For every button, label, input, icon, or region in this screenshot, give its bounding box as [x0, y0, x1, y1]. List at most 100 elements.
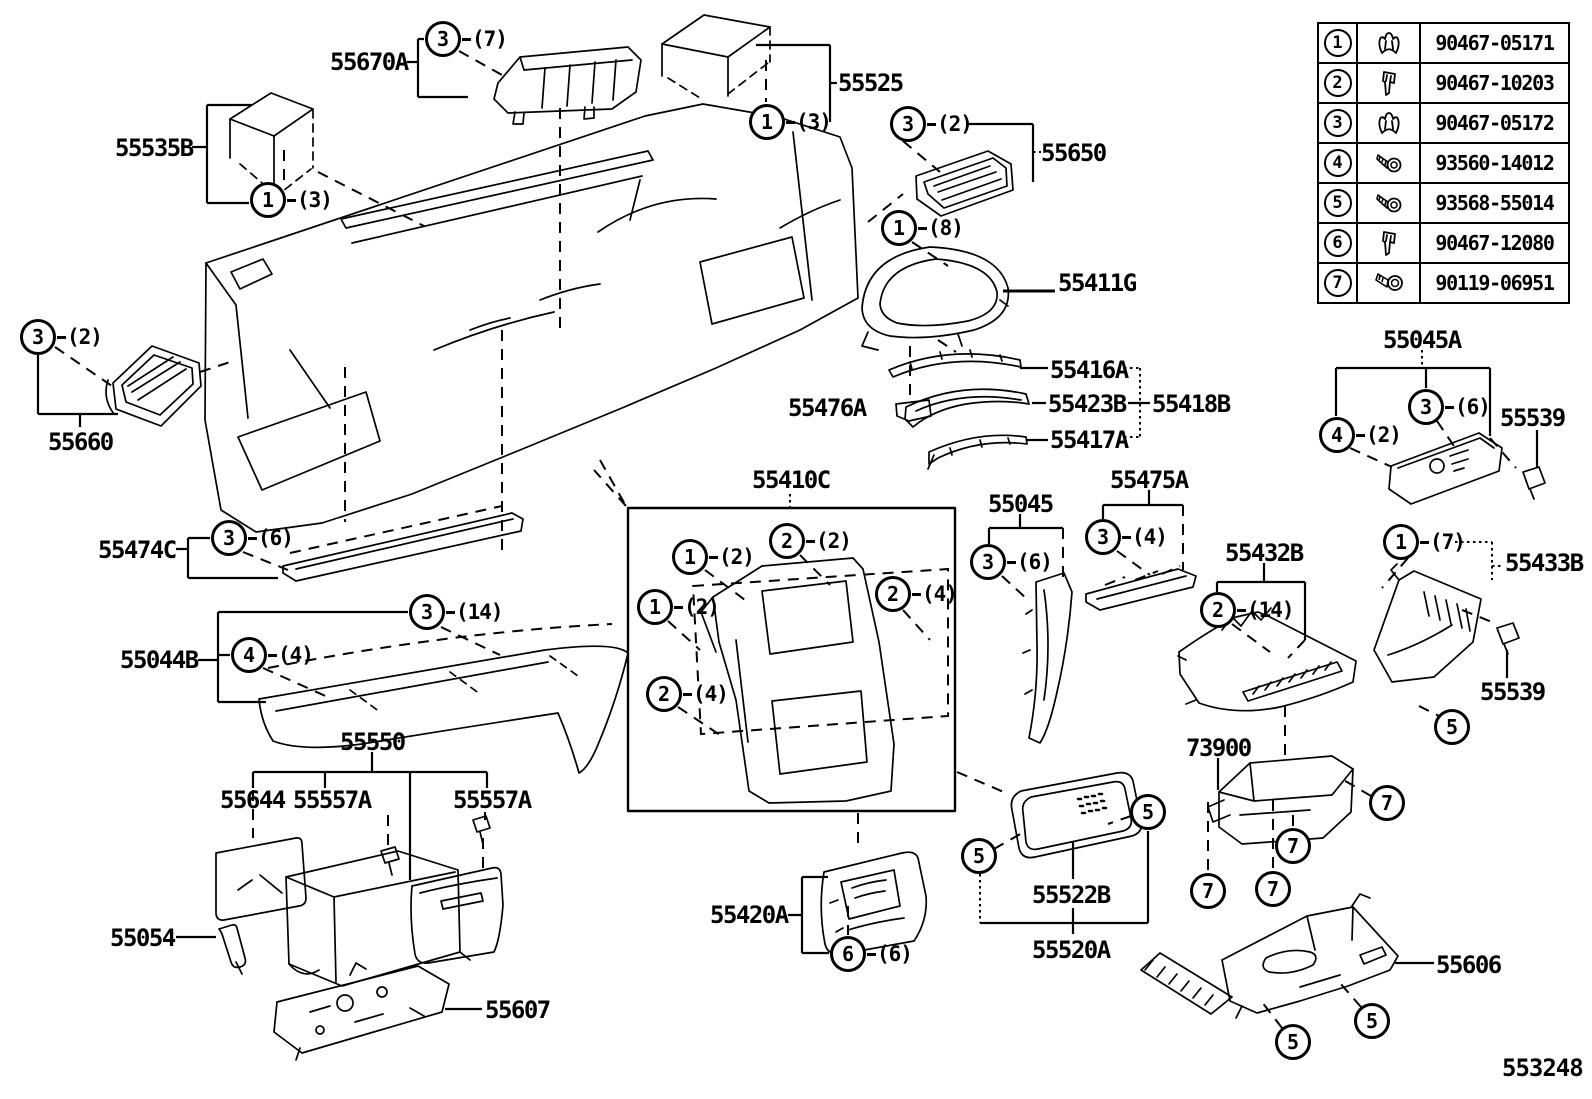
sketch-vent-55650 — [915, 150, 1014, 217]
callout-tie-line — [248, 536, 257, 540]
screw-icon — [1375, 193, 1401, 212]
fastener-callout[interactable]: 3(6) — [970, 544, 1053, 580]
part-label[interactable]: 55423B — [1048, 390, 1127, 418]
part-label[interactable]: 55522B — [1032, 881, 1111, 909]
fastener-ref-cell: 7 — [1319, 264, 1358, 302]
part-label[interactable]: 55607 — [485, 996, 551, 1024]
fastener-callout[interactable]: 5 — [1275, 1024, 1311, 1060]
fastener-callout[interactable]: 2(2) — [769, 523, 852, 559]
part-label[interactable]: 55660 — [48, 428, 114, 456]
callout-tie-line — [867, 952, 876, 956]
fastener-callout[interactable]: 4 (2) — [1319, 417, 1402, 453]
fastener-callout[interactable]: 5 — [1434, 709, 1470, 745]
part-label[interactable]: 55475A — [1110, 466, 1189, 494]
part-label[interactable]: 55539 — [1480, 678, 1546, 706]
part-label[interactable]: 55045A — [1383, 326, 1462, 354]
part-label[interactable]: 73900 — [1186, 734, 1252, 762]
fastener-ref-cell: 6 — [1319, 224, 1358, 262]
fastener-part-number[interactable]: 90467-05171 — [1435, 31, 1554, 55]
fastener-callout[interactable]: 4(4) — [231, 637, 314, 673]
part-label[interactable]: 55054 — [110, 924, 176, 952]
fastener-callout[interactable]: 6(6) — [830, 936, 913, 972]
fastener-callout[interactable]: 7 — [1275, 828, 1311, 864]
screw-icon — [1375, 153, 1401, 172]
callout-ref-number: 1 — [672, 539, 708, 575]
fastener-row[interactable]: 6 90467-12080 — [1319, 224, 1568, 264]
fastener-callout[interactable]: 1(7) — [1383, 524, 1466, 560]
part-label[interactable]: 55432B — [1225, 539, 1304, 567]
part-label[interactable]: 55539 — [1500, 404, 1566, 432]
fastener-callout[interactable]: 1(3) — [749, 104, 832, 140]
callout-ref-number: 3 — [20, 319, 56, 355]
fastener-callout[interactable]: 2(14) — [1200, 592, 1295, 628]
sketch-trim-55474c — [282, 512, 524, 582]
fastener-part-number[interactable]: 90467-05172 — [1435, 111, 1554, 135]
part-label[interactable]: 55420A — [710, 901, 789, 929]
part-label[interactable]: 55535B — [115, 134, 194, 162]
part-label[interactable]: 55044B — [120, 646, 199, 674]
part-label[interactable]: 55045 — [988, 490, 1054, 518]
fastener-callout[interactable]: 3(14) — [409, 594, 504, 630]
sketch-plate-55475a — [1085, 568, 1197, 611]
fastener-row[interactable]: 2 90467-10203 — [1319, 64, 1568, 104]
fastener-callout[interactable]: 2(4) — [875, 576, 958, 612]
fastener-callout[interactable]: 1(8) — [881, 210, 964, 246]
fastener-callout[interactable]: 7 — [1190, 873, 1226, 909]
fastener-part-number[interactable]: 90119-06951 — [1435, 271, 1554, 295]
part-label[interactable]: 55520A — [1032, 936, 1111, 964]
fastener-callout[interactable]: 7 — [1369, 785, 1405, 821]
fastener-callout[interactable]: 3(4) — [1085, 519, 1168, 555]
sketch-plate-55045a — [1388, 432, 1503, 505]
fastener-row[interactable]: 7 90119-06951 — [1319, 264, 1568, 302]
callout-quantity: (14) — [1247, 597, 1295, 622]
fastener-icon-cell — [1358, 264, 1421, 302]
part-label[interactable]: 55644 — [220, 786, 286, 814]
callout-ref-number: 4 — [1319, 417, 1355, 453]
part-label[interactable]: 55410C — [752, 466, 831, 494]
part-label[interactable]: 55606 — [1436, 951, 1502, 979]
part-label[interactable]: 55650 — [1041, 139, 1107, 167]
fastener-callout[interactable]: 3(2) — [890, 106, 973, 142]
part-label[interactable]: 55416A — [1050, 356, 1129, 384]
fastener-part-number[interactable]: 93560-14012 — [1435, 151, 1554, 175]
fastener-callout[interactable]: 2(4) — [646, 676, 729, 712]
fastener-callout[interactable]: 3(6) — [1408, 389, 1491, 425]
fastener-callout[interactable]: 5 — [961, 838, 997, 874]
fastener-part-number[interactable]: 93568-55014 — [1435, 191, 1554, 215]
callout-ref-number: 1 — [1383, 524, 1419, 560]
fastener-ref-cell: 2 — [1319, 64, 1358, 102]
fastener-callout[interactable]: 5 — [1130, 794, 1166, 830]
part-label[interactable]: 55411G — [1058, 269, 1137, 297]
callout-ref-number: 2 — [769, 523, 805, 559]
fastener-callout[interactable]: 3(7) — [425, 21, 508, 57]
fastener-callout[interactable]: 1(2) — [637, 589, 720, 625]
part-label[interactable]: 55557A — [293, 786, 372, 814]
callout-ref-number: 7 — [1275, 828, 1311, 864]
part-label[interactable]: 55433B — [1505, 549, 1584, 577]
sketch-cover-55607 — [273, 962, 450, 1061]
callout-ref-number: 3 — [1408, 389, 1444, 425]
callout-quantity: (3) — [297, 187, 333, 212]
part-label[interactable]: 55417A — [1050, 426, 1129, 454]
part-label[interactable]: 55550 — [340, 728, 406, 756]
fastener-callout[interactable]: 1(3) — [250, 182, 333, 218]
part-label[interactable]: 55418B — [1152, 390, 1231, 418]
fastener-callout[interactable]: 5 — [1354, 1003, 1390, 1039]
part-label[interactable]: 55670A — [330, 48, 409, 76]
fastener-callout[interactable]: 3(6) — [211, 520, 294, 556]
callout-ref-number: 2 — [646, 676, 682, 712]
fastener-part-number[interactable]: 90467-12080 — [1435, 231, 1554, 255]
callout-quantity: (2) — [1366, 422, 1402, 447]
part-label[interactable]: 55525 — [838, 69, 904, 97]
part-label[interactable]: 55476A — [788, 394, 867, 422]
fastener-part-number[interactable]: 90467-10203 — [1435, 71, 1554, 95]
part-label[interactable]: 55557A — [453, 786, 532, 814]
part-label[interactable]: 55474C — [98, 536, 177, 564]
fastener-callout[interactable]: 1(2) — [672, 539, 755, 575]
fastener-callout[interactable]: 3(2) — [20, 319, 103, 355]
fastener-callout[interactable]: 7 — [1255, 871, 1291, 907]
